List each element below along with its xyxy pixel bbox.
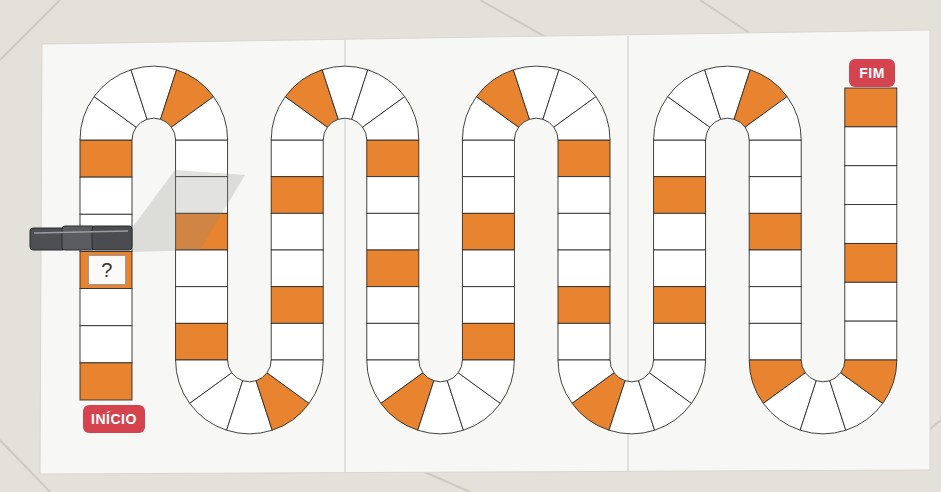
question-card: ? bbox=[88, 255, 126, 285]
node-label: ? bbox=[101, 259, 113, 282]
binder-clip bbox=[30, 228, 66, 250]
track-cell bbox=[367, 323, 419, 360]
track-cell bbox=[462, 140, 514, 177]
track-cell bbox=[271, 323, 323, 360]
track-cell bbox=[80, 251, 132, 288]
track-cell bbox=[80, 140, 132, 177]
track-cell bbox=[367, 177, 419, 214]
track-cell bbox=[745, 97, 801, 140]
track-cell bbox=[80, 326, 132, 363]
track-cell bbox=[845, 321, 897, 360]
track-cell bbox=[558, 323, 610, 360]
track-cell bbox=[462, 287, 514, 324]
track-cell bbox=[271, 177, 323, 214]
track-cell bbox=[558, 287, 610, 324]
track-cell bbox=[271, 140, 323, 177]
start-box: INÍCIO bbox=[83, 405, 145, 433]
track-cell bbox=[654, 250, 706, 287]
track-cell bbox=[80, 363, 132, 400]
track-cell bbox=[845, 205, 897, 244]
track-cell bbox=[845, 282, 897, 321]
track-cell bbox=[462, 213, 514, 250]
track-cell bbox=[271, 287, 323, 324]
track-cell bbox=[845, 88, 897, 127]
clip-highlight bbox=[34, 231, 128, 233]
clip-shadow bbox=[132, 170, 245, 252]
track-cell bbox=[267, 360, 323, 403]
track-cell bbox=[654, 177, 706, 214]
track-cell bbox=[749, 177, 801, 214]
track-cell bbox=[271, 213, 323, 250]
track-cell bbox=[749, 323, 801, 360]
node-label: INÍCIO bbox=[91, 411, 137, 427]
track-cell bbox=[80, 289, 132, 326]
track-cell bbox=[458, 360, 514, 403]
track-cell bbox=[554, 97, 610, 140]
track-cell bbox=[749, 213, 801, 250]
track-cell bbox=[462, 250, 514, 287]
binder-clips bbox=[30, 226, 132, 250]
track-cell bbox=[367, 140, 419, 177]
track-cell bbox=[749, 250, 801, 287]
track-cell bbox=[176, 323, 228, 360]
track-cell bbox=[462, 177, 514, 214]
track-cell bbox=[271, 250, 323, 287]
paper-sheet bbox=[40, 30, 930, 474]
node-label: FIM bbox=[859, 65, 885, 81]
track-cell bbox=[558, 250, 610, 287]
track-cell bbox=[558, 213, 610, 250]
binder-clip bbox=[92, 226, 132, 250]
track-cell bbox=[367, 213, 419, 250]
track-cell bbox=[171, 97, 227, 140]
track-cell bbox=[558, 177, 610, 214]
track-cell bbox=[845, 166, 897, 205]
track-cell bbox=[749, 287, 801, 324]
track-cell bbox=[649, 360, 705, 403]
track-cell bbox=[462, 323, 514, 360]
end-box: FIM bbox=[849, 59, 895, 87]
track-cell bbox=[654, 287, 706, 324]
binder-clip bbox=[62, 226, 96, 250]
track-cell bbox=[176, 250, 228, 287]
track-cell bbox=[654, 213, 706, 250]
track-cell bbox=[845, 127, 897, 166]
track-cell bbox=[367, 287, 419, 324]
track-cell bbox=[654, 323, 706, 360]
track bbox=[80, 66, 897, 434]
track-cell bbox=[176, 287, 228, 324]
track-cell bbox=[367, 250, 419, 287]
track-cell bbox=[363, 97, 419, 140]
track-cell bbox=[845, 243, 897, 282]
track-cell bbox=[749, 140, 801, 177]
track-cell bbox=[841, 360, 897, 403]
track-cell bbox=[558, 140, 610, 177]
track-cell bbox=[654, 140, 706, 177]
track-cell bbox=[80, 177, 132, 214]
